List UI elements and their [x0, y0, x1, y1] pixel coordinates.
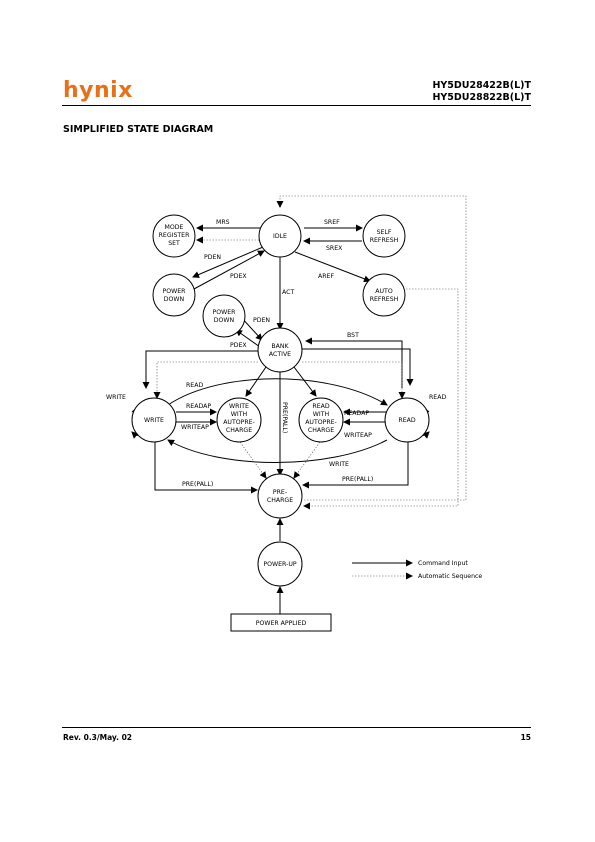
state-precharge: PRE- CHARGE: [257, 473, 303, 519]
aref-arrow: [294, 251, 371, 283]
label-readap-right: READAP: [344, 410, 369, 417]
write-from-active-arrow: [142, 350, 258, 389]
label-srex: SREX: [326, 245, 343, 252]
svg-text:REFRESH: REFRESH: [370, 296, 399, 303]
state-power-down-top: POWER DOWN: [152, 273, 196, 317]
state-write-with-autoprecharge: WRITE WITH AUTOPRE- CHARGE: [216, 397, 262, 443]
label-write-lower: WRITE: [329, 461, 349, 468]
label-read-self: READ: [429, 394, 446, 401]
label-pden-top: PDEN: [204, 254, 221, 261]
svg-text:REFRESH: REFRESH: [370, 237, 399, 244]
svg-text:SELF: SELF: [377, 229, 392, 236]
active-to-read-ap-arrow: [293, 366, 317, 397]
svg-text:AUTOPRE-: AUTOPRE-: [305, 419, 337, 426]
legend-automatic-sequence: Automatic Sequence: [418, 573, 482, 580]
label-act: ACT: [282, 289, 294, 296]
svg-text:WRITE: WRITE: [229, 403, 249, 410]
svg-text:ACTIVE: ACTIVE: [269, 351, 291, 358]
svg-text:POWER: POWER: [213, 309, 237, 316]
svg-text:AUTO: AUTO: [375, 288, 393, 295]
hynix-logo: hynix: [63, 78, 133, 103]
write-lower-arrow: [167, 439, 388, 463]
state-power-up: POWER-UP: [257, 541, 303, 587]
state-read-with-autoprecharge: READ WITH AUTOPRE- CHARGE: [298, 397, 344, 443]
label-writeap-right: WRITEAP: [344, 432, 372, 439]
label-mrs: MRS: [216, 219, 230, 226]
svg-text:IDLE: IDLE: [273, 233, 287, 240]
state-write: WRITE: [131, 397, 177, 443]
bank-active-write-dotted: [153, 361, 258, 399]
bank-active-read-dotted: [302, 361, 406, 399]
legend-command-input: Command Input: [418, 560, 468, 567]
label-pden-mid: PDEN: [253, 317, 270, 324]
label-pre-pall-left: PRE(PALL): [182, 481, 213, 488]
pden-top-arrow: [192, 246, 264, 278]
pre-pall-left-arrow: [154, 442, 258, 494]
svg-text:CHARGE: CHARGE: [308, 427, 334, 434]
active-to-write-ap-arrow: [245, 366, 267, 397]
label-readap-left: READAP: [186, 403, 211, 410]
svg-text:WITH: WITH: [231, 411, 248, 418]
read-upper-arrow: [167, 378, 388, 406]
label-write-self: WRITE: [106, 394, 126, 401]
state-power-down-mid: POWER DOWN: [202, 294, 246, 338]
svg-text:WRITE: WRITE: [144, 417, 164, 424]
svg-text:WITH: WITH: [313, 411, 330, 418]
svg-text:DOWN: DOWN: [164, 296, 185, 303]
state-power-applied: POWER APPLIED: [230, 613, 332, 632]
svg-text:AUTOPRE-: AUTOPRE-: [223, 419, 255, 426]
part-number-2: HY5DU28822B(L)T: [432, 92, 531, 103]
svg-text:READ: READ: [312, 403, 329, 410]
section-title: SIMPLIFIED STATE DIAGRAM: [63, 124, 214, 135]
state-idle: IDLE: [258, 214, 302, 258]
label-writeap-left: WRITEAP: [181, 424, 209, 431]
state-bank-active: BANK ACTIVE: [257, 327, 303, 373]
bst-arrow: [305, 337, 403, 388]
svg-text:POWER APPLIED: POWER APPLIED: [256, 620, 307, 627]
state-read: READ: [384, 397, 430, 443]
footer-revision: Rev. 0.3/May. 02: [63, 733, 133, 742]
svg-text:MODE: MODE: [165, 224, 184, 231]
svg-text:BANK: BANK: [271, 343, 289, 350]
svg-text:REGISTER: REGISTER: [159, 232, 190, 239]
svg-text:CHARGE: CHARGE: [226, 427, 252, 434]
auto-refresh-dotted: [303, 288, 459, 510]
label-pdex-top: PDEX: [230, 273, 247, 280]
svg-text:POWER: POWER: [163, 288, 187, 295]
svg-text:POWER-UP: POWER-UP: [263, 561, 296, 568]
header-rule: [62, 105, 531, 106]
label-bst: BST: [347, 332, 359, 339]
precharge-to-idle-dotted: [276, 195, 467, 501]
part-number-1: HY5DU28422B(L)T: [432, 80, 531, 91]
svg-text:PRE-: PRE-: [273, 489, 287, 496]
write-ap-precharge-dotted: [239, 441, 267, 479]
label-sref: SREF: [324, 219, 340, 226]
svg-text:CHARGE: CHARGE: [267, 497, 293, 504]
label-pre-pall-right: PRE(PALL): [342, 476, 373, 483]
label-pre-pall-center: PRE(PALL): [281, 402, 288, 433]
pdex-mid-arrow: [235, 329, 261, 348]
label-read-upper: READ: [186, 382, 203, 389]
footer-page-number: 15: [520, 733, 531, 742]
read-from-active-arrow: [302, 348, 414, 386]
footer-rule: [62, 727, 531, 728]
label-aref: AREF: [318, 273, 334, 280]
label-pdex-mid: PDEX: [230, 342, 247, 349]
svg-text:SET: SET: [168, 240, 180, 247]
read-ap-precharge-dotted: [293, 441, 321, 479]
state-mode-register-set: MODE REGISTER SET: [152, 214, 196, 258]
svg-text:DOWN: DOWN: [214, 317, 235, 324]
state-self-refresh: SELF REFRESH: [362, 214, 406, 258]
pdex-top-arrow: [193, 250, 265, 290]
svg-text:READ: READ: [398, 417, 415, 424]
pre-pall-right-arrow: [302, 442, 409, 489]
state-auto-refresh: AUTO REFRESH: [362, 273, 406, 317]
legend: Command Input Automatic Sequence: [352, 559, 482, 580]
